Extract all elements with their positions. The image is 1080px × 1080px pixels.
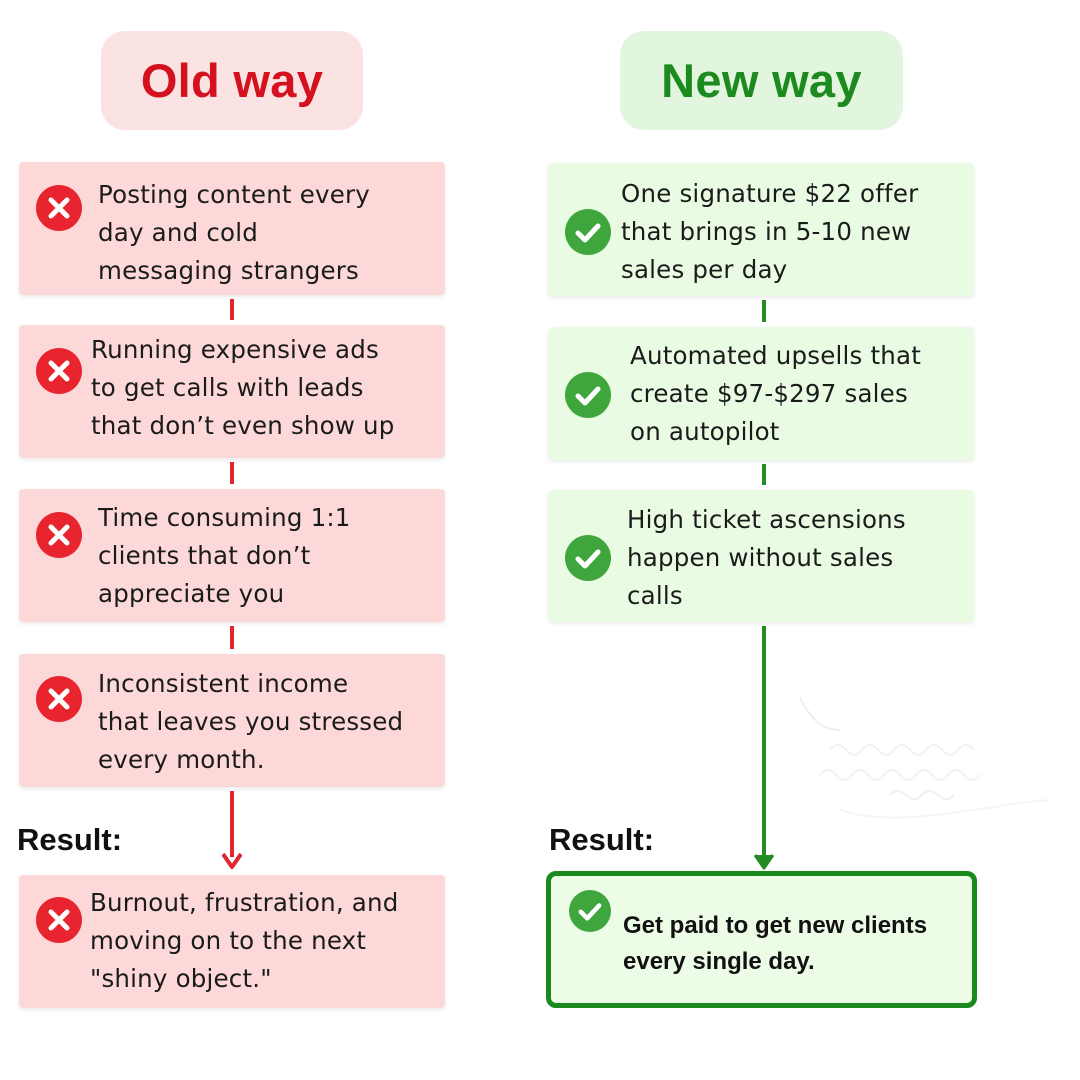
old-way-item-text: Inconsistent income that leaves you stre… <box>98 669 404 774</box>
new-way-item-text: Automated upsells that create $97-$297 s… <box>630 341 922 446</box>
arrow-down-icon <box>222 853 242 869</box>
check-circle-icon <box>565 372 611 418</box>
new-way-item-text: One signature $22 offer that brings in 5… <box>621 179 919 284</box>
old-way-item-text: Posting content every day and cold messa… <box>98 180 370 285</box>
new-way-item: High ticket ascensions happen without sa… <box>548 490 974 622</box>
x-circle-icon <box>36 348 82 394</box>
x-circle-icon <box>36 185 82 231</box>
old-result-label: Result: <box>17 822 123 857</box>
arrow-line <box>230 791 234 857</box>
new-way-title: New way <box>620 31 903 130</box>
old-way-item: Inconsistent income that leaves you stre… <box>19 654 445 787</box>
x-circle-icon <box>36 512 82 558</box>
check-circle-icon <box>565 535 611 581</box>
arrow-down-icon <box>754 854 774 870</box>
old-way-item: Running expensive ads to get calls with … <box>19 325 445 458</box>
new-way-item-text: High ticket ascensions happen without sa… <box>627 505 906 610</box>
old-way-item: Posting content every day and cold messa… <box>19 162 445 295</box>
connector-line <box>230 626 234 649</box>
check-circle-icon <box>569 890 611 932</box>
connector-line <box>762 464 766 485</box>
arrow-line <box>762 626 766 858</box>
old-way-result: Burnout, frustration, and moving on to t… <box>19 875 445 1008</box>
connector-line <box>230 299 234 320</box>
new-result-label: Result: <box>549 822 655 857</box>
connector-line <box>762 300 766 322</box>
x-circle-icon <box>36 676 82 722</box>
new-way-item: One signature $22 offer that brings in 5… <box>548 163 974 296</box>
old-way-item: Time consuming 1:1 clients that don’t ap… <box>19 489 445 622</box>
connector-line <box>230 462 234 484</box>
old-way-title: Old way <box>101 31 363 130</box>
old-way-item-text: Running expensive ads to get calls with … <box>91 335 395 440</box>
check-circle-icon <box>565 209 611 255</box>
new-way-result-text: Get paid to get new clients every single… <box>623 912 928 975</box>
new-way-result: Get paid to get new clients every single… <box>546 871 977 1008</box>
new-way-item: Automated upsells that create $97-$297 s… <box>548 327 974 460</box>
old-way-result-text: Burnout, frustration, and moving on to t… <box>90 888 399 993</box>
old-way-item-text: Time consuming 1:1 clients that don’t ap… <box>98 503 351 608</box>
x-circle-icon <box>36 897 82 943</box>
faint-scribble-decoration <box>800 695 1051 819</box>
